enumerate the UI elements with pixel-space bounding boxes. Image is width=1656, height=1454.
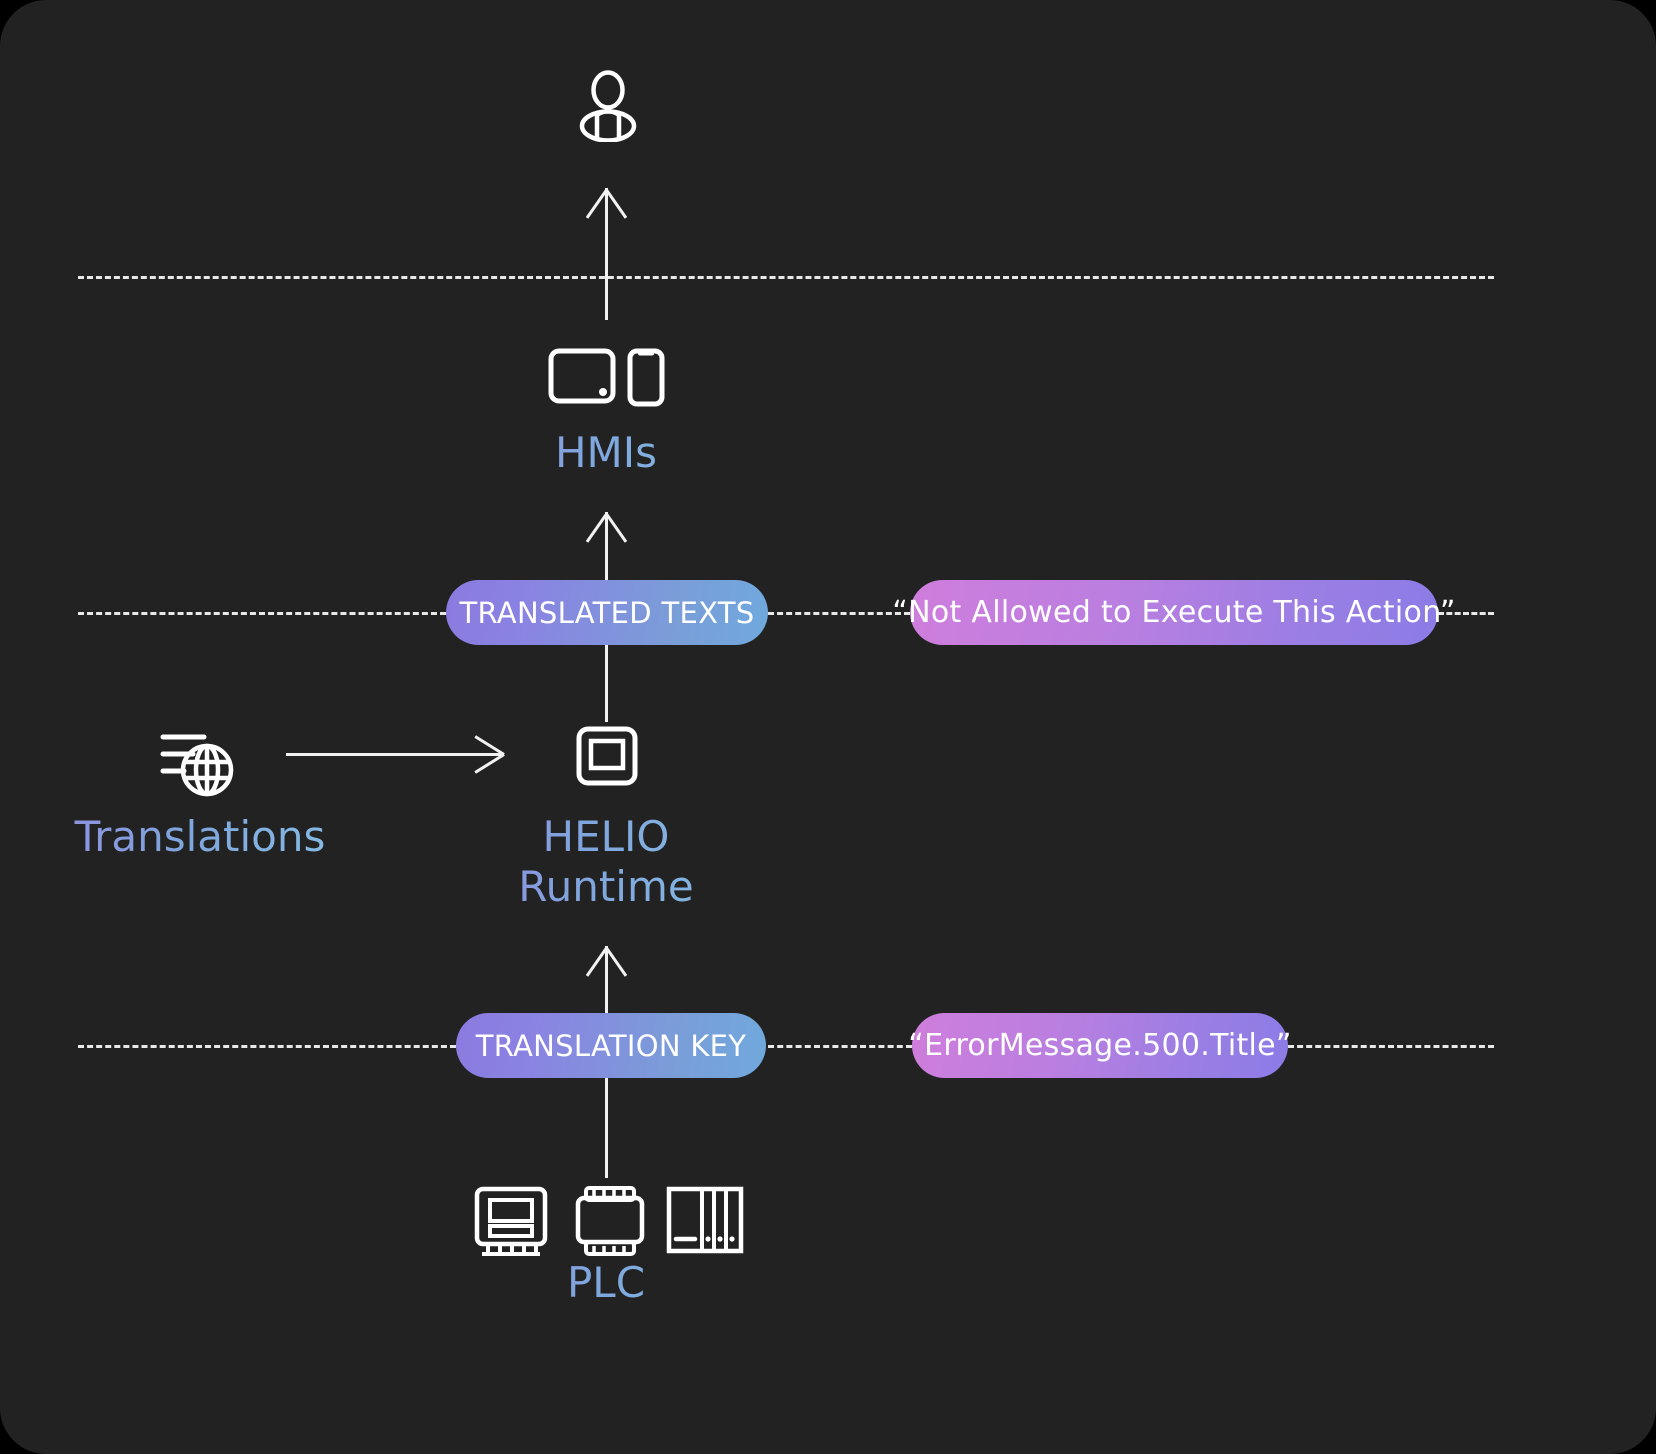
boundary-line-translated-right xyxy=(1438,612,1494,615)
helio-label: HELIO Runtime xyxy=(456,812,756,911)
hmis-label: HMIs xyxy=(456,428,756,478)
pill-translation-key[interactable]: TRANSLATION KEY xyxy=(456,1013,766,1078)
pill-translation-key-example[interactable]: “ErrorMessage.500.Title” xyxy=(908,1013,1291,1078)
boundary-line-top xyxy=(78,276,1494,279)
pill-translation-key-label: TRANSLATION KEY xyxy=(475,1028,747,1063)
helio-runtime-screen-icon xyxy=(576,726,638,786)
boundary-line-translated-left xyxy=(78,612,446,615)
connector-helio-to-hmis-lower xyxy=(605,645,608,722)
monitor-and-phone-icon xyxy=(548,347,668,409)
pill-translated-example[interactable]: “Not Allowed to Execute This Action” xyxy=(892,580,1455,645)
boundary-line-translated-middle xyxy=(768,612,910,615)
pill-translation-key-example-label: “ErrorMessage.500.Title” xyxy=(908,1028,1292,1063)
pill-translated-example-label: “Not Allowed to Execute This Action” xyxy=(892,595,1456,630)
pill-translated-texts-label: TRANSLATED TEXTS xyxy=(459,595,755,630)
translations-label: Translations xyxy=(50,812,350,862)
connector-helio-to-hmis-upper xyxy=(605,512,608,582)
connector-plc-to-helio-lower xyxy=(605,1078,608,1178)
connector-hmis-to-user xyxy=(605,188,608,320)
pill-translated-texts[interactable]: TRANSLATED TEXTS xyxy=(446,580,768,645)
translations-globe-icon xyxy=(160,728,244,800)
connector-plc-to-helio-upper xyxy=(605,946,608,1014)
user-person-icon xyxy=(573,70,643,143)
plc-modules-icon xyxy=(474,1186,744,1258)
connector-translations-to-helio xyxy=(286,753,504,756)
boundary-line-key-middle xyxy=(768,1045,912,1048)
plc-label: PLC xyxy=(456,1258,756,1308)
boundary-line-key-left xyxy=(78,1045,456,1048)
boundary-line-key-right xyxy=(1288,1045,1494,1048)
